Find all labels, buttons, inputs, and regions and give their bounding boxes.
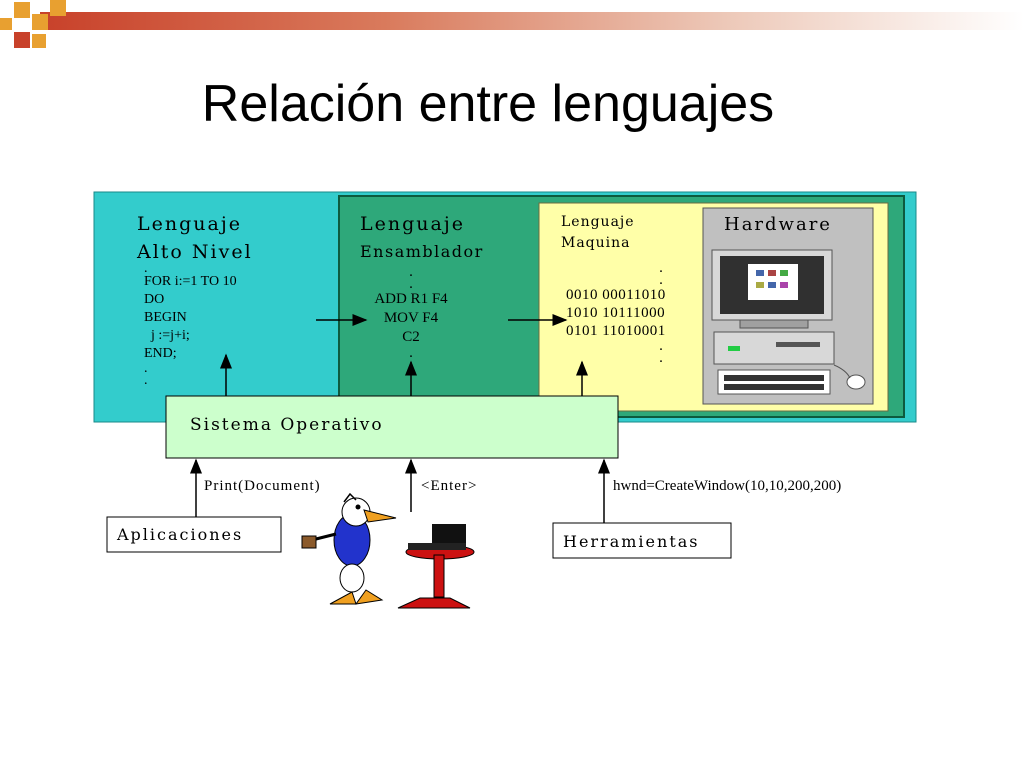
- logo-square: [50, 0, 66, 16]
- code-line: .: [659, 338, 663, 354]
- applications-box: [106, 516, 282, 553]
- logo-mark: [0, 0, 80, 64]
- assembler-heading-line1: Lenguaje: [360, 213, 465, 235]
- code-line: .: [659, 350, 663, 366]
- code-line: .: [659, 260, 663, 276]
- high-level-heading-line2: Alto Nivel: [137, 241, 253, 263]
- code-line: .: [409, 264, 413, 280]
- logo-square: [14, 32, 30, 48]
- computer-icon: [711, 249, 866, 395]
- code-line: .: [409, 345, 413, 361]
- code-line: 0101 11010001: [566, 323, 666, 339]
- code-line: DO: [144, 292, 165, 307]
- assembler-heading-line2: Ensamblador: [360, 242, 484, 261]
- high-level-heading-line1: Lenguaje: [137, 213, 242, 235]
- code-line: 0010 00011010: [566, 287, 666, 303]
- code-line: .: [144, 373, 148, 388]
- code-line: MOV F4: [383, 310, 439, 326]
- machine-code: . . 0010 00011010 1010 10111000 0101 110…: [566, 260, 696, 366]
- applications-label: Aplicaciones: [117, 525, 244, 544]
- code-line: j :=j+i;: [144, 328, 190, 343]
- machine-heading-line1: Lenguaje: [561, 214, 635, 230]
- operating-system-label: Sistema Operativo: [190, 415, 384, 435]
- operating-system-box: [165, 395, 619, 459]
- logo-square: [32, 14, 48, 30]
- tools-box: [552, 522, 732, 559]
- assembler-code: . . ADD R1 F4 MOV F4 C2 .: [366, 264, 456, 361]
- code-line: END;: [144, 346, 177, 361]
- hardware-heading: Hardware: [724, 214, 832, 235]
- high-level-code: . FOR i:=1 TO 10 DO BEGIN j :=j+i; END; …: [144, 261, 237, 388]
- code-line: ADD R1 F4: [374, 291, 448, 307]
- logo-square: [14, 2, 30, 18]
- logo-square: [32, 34, 46, 48]
- code-line: BEGIN: [144, 310, 187, 325]
- applications-call-label: Print(Document): [204, 478, 321, 494]
- logo-square: [0, 18, 12, 30]
- slide-title: Relación entre lenguajes: [201, 75, 775, 133]
- machine-heading-line2: Maquina: [561, 235, 631, 251]
- tools-call-label: hwnd=CreateWindow(10,10,200,200): [613, 478, 842, 494]
- tools-label: Herramientas: [563, 532, 700, 551]
- user-call-label: <Enter>: [421, 478, 478, 494]
- code-line: .: [659, 272, 663, 288]
- code-line: .: [409, 276, 413, 292]
- code-line: .: [144, 261, 148, 276]
- code-line: .: [144, 361, 148, 376]
- code-line: 1010 10111000: [566, 305, 666, 321]
- code-line: C2: [402, 329, 420, 345]
- accent-bar: [40, 12, 1024, 30]
- code-line: FOR i:=1 TO 10: [144, 274, 237, 289]
- duck-user-with-computer-icon: [301, 492, 475, 609]
